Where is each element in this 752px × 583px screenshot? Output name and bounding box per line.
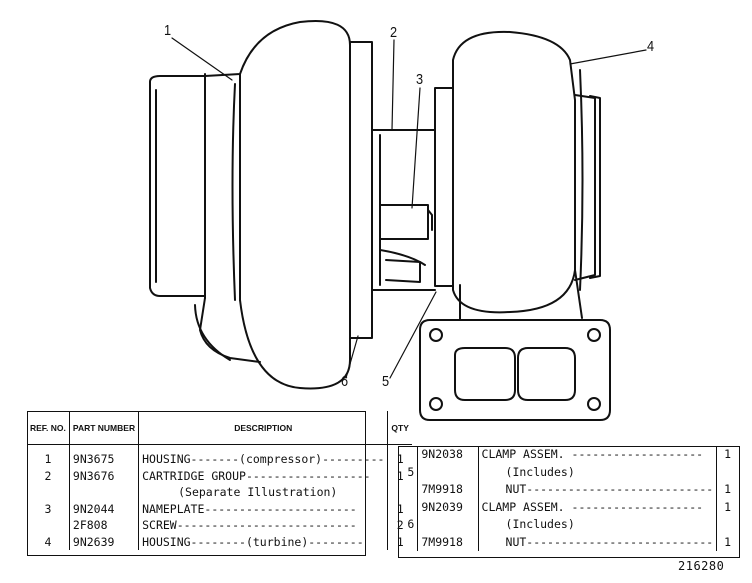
part-number-cell: 9N2044 bbox=[69, 500, 140, 517]
compressor-flange bbox=[349, 41, 373, 339]
description-cell: SCREW-------------------------- bbox=[138, 517, 389, 534]
table-row: 9N2038 CLAMP ASSEM. ------------------- … bbox=[398, 446, 738, 464]
turbine-flange bbox=[434, 87, 454, 287]
ref-cell bbox=[398, 446, 419, 464]
table-row: 9N2039 CLAMP ASSEM. ------------------- … bbox=[398, 498, 738, 516]
part-number-cell bbox=[69, 484, 140, 501]
table-row: 3 9N2044 NAMEPLATE----------------------… bbox=[27, 500, 412, 517]
ref-cell: 1 bbox=[27, 444, 70, 468]
ref-cell: 6 bbox=[398, 516, 419, 534]
callout-4: 4 bbox=[647, 38, 655, 55]
table-row: 1 9N3675 HOUSING-------(compressor)-----… bbox=[27, 444, 412, 468]
qty-cell bbox=[717, 516, 738, 534]
compressor-housing bbox=[149, 20, 351, 390]
leader-lines bbox=[171, 37, 647, 379]
part-number-cell: 2F808 bbox=[69, 517, 140, 534]
ref-cell bbox=[398, 481, 419, 499]
part-number-cell: 9N2039 bbox=[417, 498, 479, 516]
part-number-cell: 7M9918 bbox=[417, 533, 479, 551]
table-row: 7M9918 NUT--------------------------- 1 bbox=[398, 533, 738, 551]
header-ref-no: REF. NO. bbox=[27, 411, 70, 445]
table-row: (Separate Illustration) bbox=[27, 484, 412, 501]
qty-cell: 1 bbox=[724, 447, 732, 461]
turbine-inlet-flange bbox=[419, 319, 611, 421]
table-header-row: REF. NO. PART NUMBER DESCRIPTION QTY bbox=[27, 411, 412, 445]
ref-cell: 2 bbox=[27, 467, 70, 484]
ref-cell bbox=[27, 484, 70, 501]
ref-cell bbox=[27, 517, 70, 534]
description-cell: NAMEPLATE---------------------- bbox=[138, 500, 389, 517]
ref-cell bbox=[398, 498, 419, 516]
table-row: 2 9N3676 CARTRIDGE GROUP----------------… bbox=[27, 467, 412, 484]
ref-cell: 5 bbox=[398, 463, 419, 481]
qty-cell: 1 bbox=[724, 534, 732, 549]
callout-2: 2 bbox=[390, 24, 398, 41]
table-row: 2F808 SCREW-------------------------- 2 bbox=[27, 517, 412, 534]
description-cell: HOUSING--------(turbine)-------- bbox=[138, 533, 389, 550]
description-cell: HOUSING-------(compressor)--------- bbox=[138, 444, 389, 468]
part-number-cell: 9N3676 bbox=[69, 467, 140, 484]
description-cell: CLAMP ASSEM. ------------------- bbox=[478, 498, 718, 516]
qty-cell: 1 bbox=[724, 482, 732, 496]
table-row: 4 9N2639 HOUSING--------(turbine)-------… bbox=[27, 533, 412, 550]
cartridge-group bbox=[371, 129, 436, 291]
description-cell: CLAMP ASSEM. ------------------- bbox=[478, 446, 718, 464]
part-number-cell bbox=[417, 463, 479, 481]
table-row: 6 (Includes) bbox=[398, 516, 738, 534]
description-cell: (Includes) bbox=[505, 517, 575, 531]
description-cell: (Separate Illustration) bbox=[178, 485, 338, 499]
part-number-cell: 7M9918 bbox=[417, 481, 479, 499]
parts-table-left: REF. NO. PART NUMBER DESCRIPTION QTY 1 9… bbox=[27, 411, 412, 550]
description-cell: NUT--------------------------- bbox=[505, 482, 714, 496]
nameplate bbox=[379, 204, 429, 240]
header-description: DESCRIPTION bbox=[138, 411, 389, 445]
turbine-housing bbox=[452, 30, 601, 321]
header-part-number: PART NUMBER bbox=[69, 411, 140, 445]
table-row: 5 (Includes) bbox=[398, 463, 738, 482]
ref-cell bbox=[398, 533, 419, 551]
description-cell: NUT--------------------------- bbox=[505, 534, 714, 549]
figure-number: 216280 bbox=[678, 559, 725, 573]
header-qty: QTY bbox=[387, 411, 412, 445]
part-number-cell: 9N2038 bbox=[417, 446, 479, 464]
part-number-cell: 9N3675 bbox=[69, 444, 140, 468]
callout-6: 6 bbox=[341, 373, 349, 390]
callout-1: 1 bbox=[164, 22, 172, 39]
part-number-cell: 9N2639 bbox=[69, 533, 140, 550]
ref-cell: 3 bbox=[27, 500, 70, 517]
callout-3: 3 bbox=[416, 71, 424, 88]
qty-cell: 1 bbox=[724, 499, 732, 514]
table-row: 7M9918 NUT--------------------------- 1 bbox=[398, 481, 738, 499]
ref-cell: 4 bbox=[27, 533, 70, 550]
parts-table-right: 9N2038 CLAMP ASSEM. ------------------- … bbox=[398, 446, 738, 551]
description-cell: CARTRIDGE GROUP------------------ bbox=[138, 467, 389, 484]
description-cell: (Includes) bbox=[505, 464, 575, 479]
callout-5: 5 bbox=[382, 373, 390, 390]
part-number-cell bbox=[417, 516, 479, 534]
qty-cell bbox=[717, 464, 738, 482]
